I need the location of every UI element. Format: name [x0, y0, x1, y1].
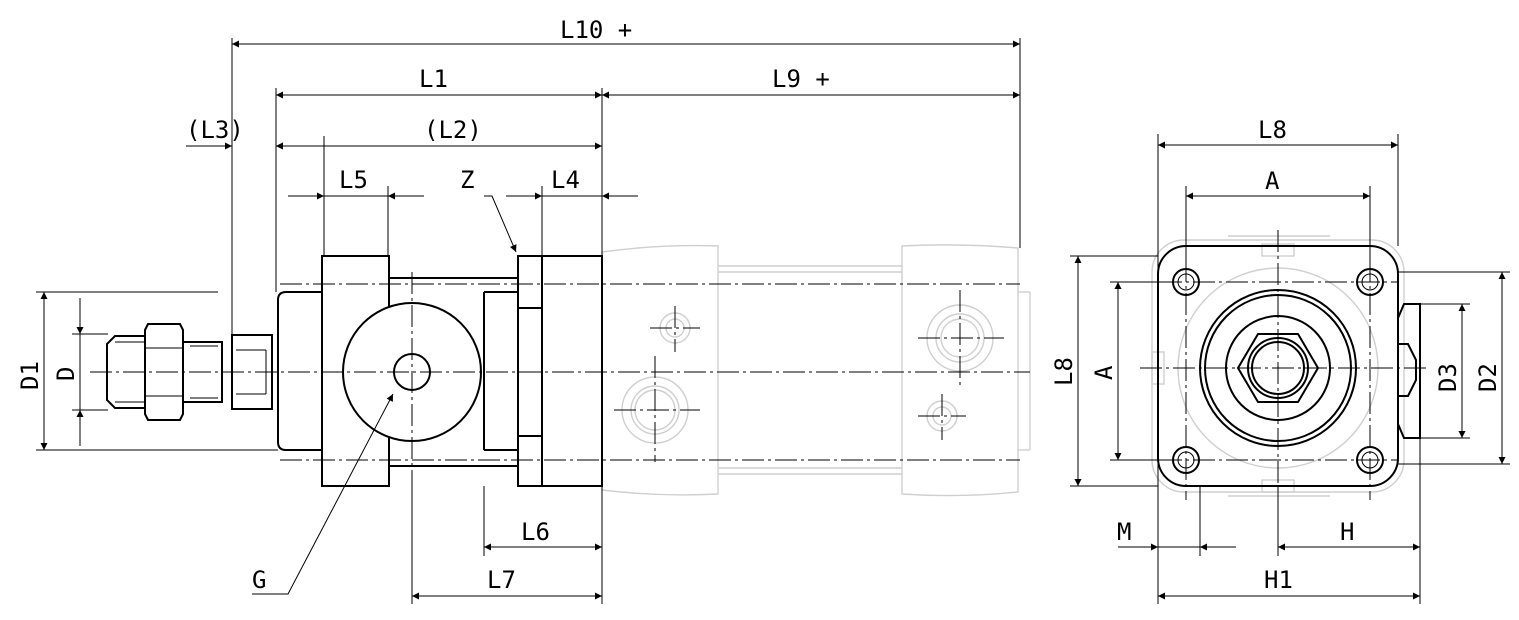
dim-label-L4: L4 — [551, 166, 580, 194]
end-view-labels: L8 A L8 A D3 D2 M H H1 — [1050, 116, 1502, 594]
dim-label-L7: L7 — [487, 566, 516, 594]
cylinder-body-ghost — [601, 244, 1031, 497]
dim-label-Z: Z — [460, 166, 474, 194]
dim-label-L2: (L2) — [424, 116, 482, 144]
dimension-lines — [40, 40, 1020, 600]
dim-label-L9: L9 + — [772, 65, 830, 93]
side-view: L10 + L1 L9 + (L3) (L2) L5 Z L4 D1 D L6 … — [16, 16, 1031, 604]
dim-label-L1: L1 — [419, 65, 448, 93]
dim-label-D1: D1 — [16, 361, 44, 390]
dim-label-M: M — [1117, 518, 1131, 546]
front-head — [277, 255, 603, 487]
side-view-labels: L10 + L1 L9 + (L3) (L2) L5 Z L4 D1 D L6 … — [16, 16, 830, 594]
dim-label-H: H — [1340, 518, 1354, 546]
dim-label-L8-side: L8 — [1050, 357, 1078, 386]
dim-label-L3: (L3) — [186, 116, 244, 144]
dim-label-D: D — [52, 367, 80, 381]
dim-label-G: G — [252, 566, 266, 594]
dim-label-A-side: A — [1090, 365, 1118, 380]
extension-lines — [36, 38, 1021, 604]
dim-label-D3: D3 — [1434, 363, 1462, 392]
dim-label-L8-top: L8 — [1258, 116, 1287, 144]
end-view-extension-lines — [1070, 134, 1510, 604]
dim-label-L5: L5 — [339, 166, 368, 194]
end-view-centre-lines — [1140, 230, 1430, 500]
dim-label-H1: H1 — [1264, 566, 1293, 594]
piston-rod — [106, 323, 273, 421]
dim-label-A-top: A — [1265, 167, 1280, 195]
end-view-dimension-lines — [1074, 141, 1506, 600]
centre-lines — [90, 272, 1030, 470]
dim-label-L6: L6 — [521, 518, 550, 546]
end-view: L8 A L8 A D3 D2 M H H1 — [1050, 116, 1510, 604]
dim-label-D2: D2 — [1474, 363, 1502, 392]
dim-label-L10: L10 + — [560, 16, 632, 44]
leader-lines — [252, 195, 517, 595]
